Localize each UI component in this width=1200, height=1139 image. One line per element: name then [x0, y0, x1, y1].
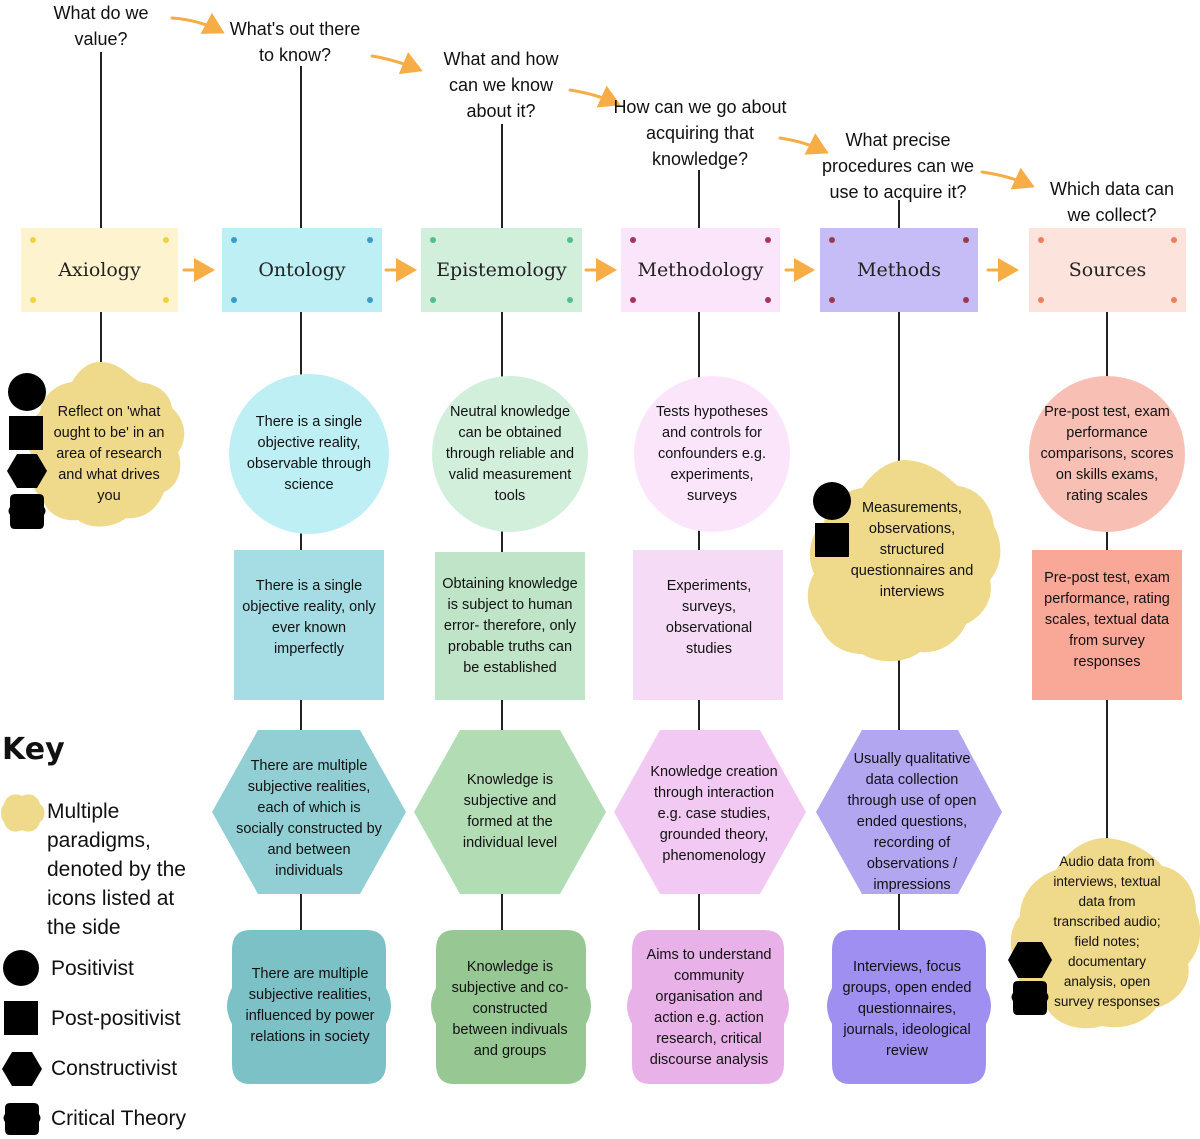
ontology-constructivist-text: There are multiple subjective realities,…	[236, 758, 382, 879]
epistemology-constructivist-text: Knowledge is subjective and formed at th…	[462, 772, 558, 851]
question-ontology: What's out there to know?	[229, 19, 361, 65]
hexagon-icon	[1008, 942, 1052, 978]
header-sources: Sources	[1029, 228, 1186, 312]
methods-constructivist-text: Usually qualitative data collection thro…	[847, 750, 977, 893]
methodology-constructivist-text: Knowledge creation through interaction e…	[650, 763, 778, 864]
epistemology-postpositivist-square	[435, 552, 585, 700]
brace-square-icon	[3, 1103, 41, 1135]
epistemology-constructivist-hexagon	[414, 730, 606, 894]
key-multiple-label: Multiple paradigms, denoted by the icons…	[47, 800, 186, 939]
question-arrows	[170, 12, 1035, 190]
header-axiology-label: Axiology	[58, 259, 141, 281]
ontology-postpositivist-text: There is a single objective reality, onl…	[242, 578, 376, 657]
methodology-critical-brace	[627, 930, 789, 1084]
sources-postpositivist-text: Pre-post test, exam performance, rating …	[1044, 569, 1170, 670]
sources-positivist-text: Pre-post test, exam performance comparis…	[1040, 403, 1174, 504]
key-title: Key	[2, 732, 65, 767]
question-sources: Which data can we collect?	[1049, 179, 1175, 225]
methodology-positivist-text: Tests hypotheses and controls for confou…	[655, 403, 769, 504]
ontology-postpositivist-square	[234, 550, 384, 700]
hexagon-icon	[2, 1052, 42, 1086]
key-icons	[1, 794, 45, 1135]
methods-critical-brace	[827, 930, 991, 1084]
methods-multiple-blob	[807, 460, 1001, 662]
methods-multiple-text: Measurements, observations, structured q…	[850, 499, 974, 600]
epistemology-critical-brace	[431, 930, 591, 1084]
sources-multiple-text: Audio data from interviews, textual data…	[1053, 854, 1161, 1009]
epistemology-postpositivist-text: Obtaining knowledge is subject to human …	[442, 575, 578, 676]
brace-square-icon	[8, 494, 46, 529]
square-icon	[815, 523, 849, 557]
circle-icon	[3, 950, 39, 986]
key-critical-label: Critical Theory	[51, 1107, 186, 1130]
sources-postpositivist-square	[1032, 550, 1182, 700]
multiple-blob-icon	[1, 794, 45, 832]
ontology-critical-text: There are multiple subjective realities,…	[245, 966, 375, 1045]
hexagon-icon	[7, 454, 47, 488]
header-methods: Methods	[820, 228, 978, 312]
header-axiology: Axiology	[21, 228, 178, 312]
epistemology-positivist-text: Neutral knowledge can be obtained throug…	[445, 403, 575, 504]
key-constructivist-label: Constructivist	[51, 1057, 178, 1080]
header-epistemology: Epistemology	[421, 228, 582, 312]
header-sources-label: Sources	[1068, 259, 1147, 281]
axiology-multiple-blob	[27, 362, 185, 527]
question-methodology: How can we go about acquiring that knowl…	[613, 97, 787, 169]
ontology-positivist-circle	[229, 374, 389, 534]
methodology-postpositivist-square	[633, 550, 783, 700]
methods-critical-text: Interviews, focus groups, open ended que…	[842, 958, 972, 1059]
header-epistemology-label: Epistemology	[436, 259, 567, 281]
square-icon	[9, 416, 43, 450]
sources-multiple-blob	[1010, 838, 1200, 1029]
circle-icon	[813, 482, 851, 520]
question-methods: What precise procedures can we use to ac…	[821, 130, 975, 202]
methodology-positivist-circle	[634, 376, 790, 532]
key-positivist-label: Positivist	[51, 957, 134, 980]
header-ontology: Ontology	[222, 228, 382, 312]
square-icon	[4, 1001, 38, 1035]
sources-positivist-circle	[1029, 376, 1185, 532]
question-epistemology: What and how can we know about it?	[443, 49, 559, 121]
question-axiology: What do we value?	[53, 3, 149, 49]
methods-side-icons	[813, 482, 851, 557]
methods-constructivist-hexagon	[816, 730, 1002, 894]
epistemology-positivist-circle	[432, 376, 588, 532]
key-postpositivist-label: Post-positivist	[51, 1007, 181, 1030]
sources-side-icons	[1008, 942, 1052, 1015]
methodology-critical-text: Aims to understand community organisatio…	[646, 947, 772, 1068]
header-methodology: Methodology	[621, 228, 780, 312]
axiology-side-icons	[7, 373, 47, 529]
ontology-critical-brace	[227, 930, 391, 1084]
brace-square-icon	[1011, 981, 1049, 1015]
header-methods-label: Methods	[857, 259, 941, 281]
ontology-constructivist-hexagon	[212, 730, 406, 894]
ontology-positivist-text: There is a single objective reality, obs…	[246, 414, 372, 493]
axiology-multiple-text: Reflect on 'what ought to be' in an area…	[53, 403, 165, 504]
methodology-postpositivist-text: Experiments, surveys, observational stud…	[665, 578, 753, 657]
header-ontology-label: Ontology	[258, 259, 346, 281]
epistemology-critical-text: Knowledge is subjective and co-construct…	[451, 958, 569, 1059]
header-methodology-label: Methodology	[637, 259, 764, 281]
circle-icon	[8, 373, 46, 411]
methodology-constructivist-hexagon	[614, 730, 806, 894]
